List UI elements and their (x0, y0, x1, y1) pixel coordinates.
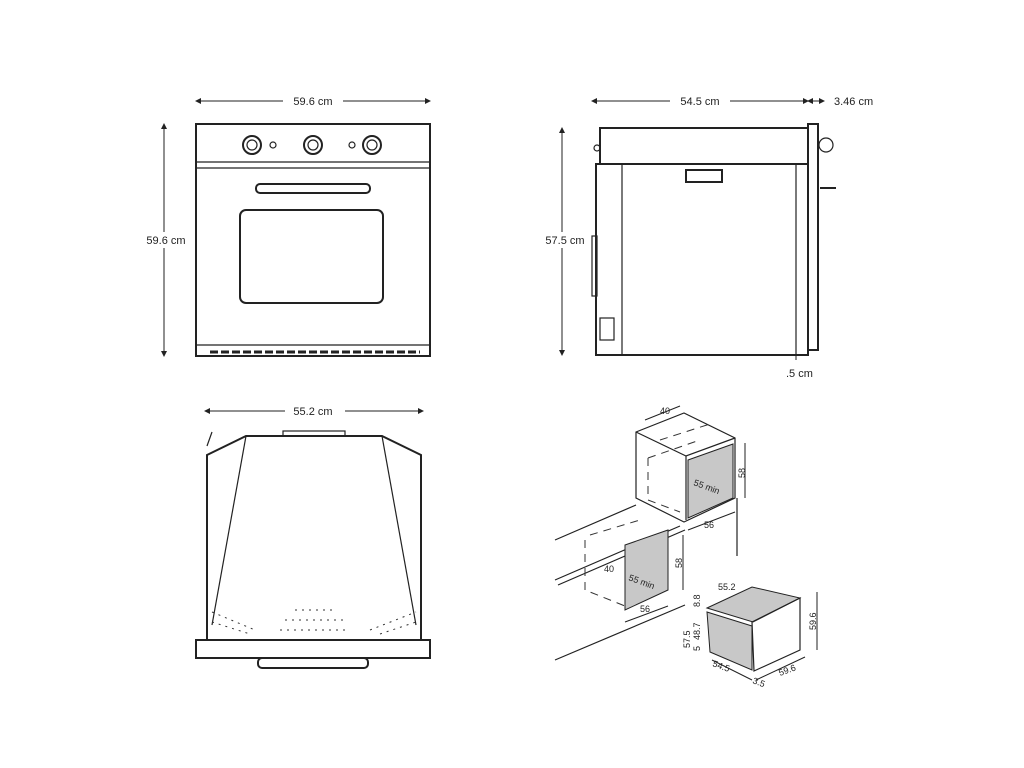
counter-gap-label: 40 (604, 564, 614, 574)
oven-front-body (195, 123, 431, 357)
oven-door-label: 3.5 (751, 675, 766, 689)
top-view: 55.2 cm (195, 402, 431, 669)
door-handle (255, 183, 371, 194)
oven-front-width-label: 59.6 (777, 662, 797, 677)
installation-diagram: 58 55 min 56 40 58 55 min 40 56 55.2 8.8… (554, 405, 818, 689)
front-height-label: 59.6 cm (146, 235, 185, 247)
control-knob-icon (242, 135, 382, 155)
side-height-label: 57.5 cm (545, 235, 584, 247)
oven-top-outline (206, 435, 422, 641)
control-panel-side (599, 127, 809, 165)
oven-top-width-label: 55.2 (718, 582, 736, 592)
door-depth-label: 3.46 cm (834, 96, 873, 108)
door-window (239, 209, 384, 304)
column-gap-label: 40 (660, 406, 670, 416)
side-depth-label: 54.5 cm (680, 96, 719, 108)
column-height-label: 58 (737, 468, 747, 478)
oven-front-height-label: 59.6 (808, 612, 818, 630)
front-view: 59.6 cm 59.6 cm (140, 92, 431, 357)
oven-side-height-label: 57.5 (682, 630, 692, 648)
front-width-label: 59.6 cm (293, 96, 332, 108)
foot-height-label: .5 cm (786, 368, 813, 380)
top-width-label: 55.2 cm (293, 406, 332, 418)
oven-body-height-label: 48.7 (692, 622, 702, 640)
counter-height-label: 58 (674, 558, 684, 568)
side-view: 54.5 cm 3.46 cm 57.5 cm .5 cm (540, 92, 873, 380)
counter-width-label: 56 (640, 604, 650, 614)
oven-top-height-label: 8.8 (692, 594, 702, 607)
oven-foot-label: 5 (692, 646, 702, 651)
column-width-label: 56 (704, 520, 714, 530)
